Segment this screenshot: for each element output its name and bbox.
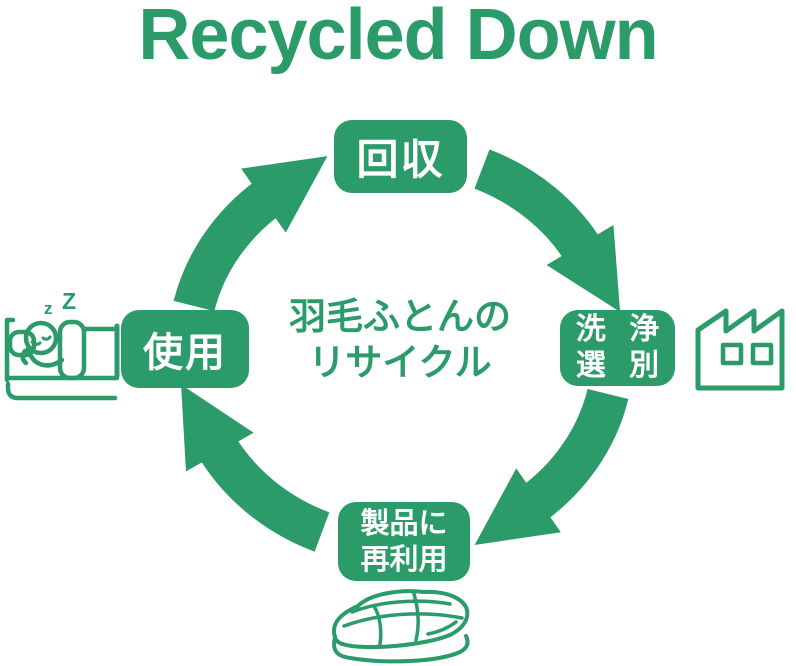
futon-quilt-line-3 — [372, 604, 383, 646]
arrow-collection-to-wash-icon — [474, 149, 621, 312]
futon-roll-edge — [426, 620, 458, 636]
arrow-use-to-collection-icon — [173, 156, 328, 312]
factory-window-left — [720, 342, 744, 366]
cycle-step-wash-sort-label: 洗 浄 選 別 — [575, 313, 660, 382]
arrow-wash-to-reuse-icon — [474, 388, 629, 545]
bed-base — [5, 381, 118, 401]
factory-icon — [695, 308, 785, 391]
page-title: Recycled Down — [138, 0, 658, 75]
factory-window-right — [750, 342, 774, 366]
futon-quilt-line-2 — [342, 612, 464, 628]
center-caption: 羽毛ふとんの リサイクル — [248, 294, 552, 386]
cycle-step-use-label: 使用 — [143, 331, 227, 375]
futon-quilt-line-1 — [350, 599, 452, 614]
futon-top-outline — [331, 589, 470, 650]
duvet — [57, 319, 87, 381]
person-eye-right — [41, 335, 52, 341]
cycle-step-collection-label: 回収 — [356, 136, 445, 183]
arrow-reuse-to-use-icon — [181, 384, 330, 552]
center-caption-line1: 羽毛ふとんの — [289, 296, 511, 337]
cycle-step-reuse-label: 製品に 再利用 — [360, 507, 448, 576]
cycle-step-use: 使用 — [121, 310, 249, 388]
folded-futon-icon — [331, 589, 470, 664]
person-head — [23, 320, 59, 356]
factory-building — [695, 308, 785, 391]
person-hand — [20, 348, 29, 366]
sleep-z-large: Z — [62, 288, 76, 314]
bed-post-left — [4, 317, 16, 383]
sleeping-person-bed-icon: z Z — [4, 288, 120, 401]
futon-base-fold — [332, 634, 470, 664]
sleep-z-small: z — [44, 299, 53, 318]
cycle-step-reuse: 製品に 再利用 — [338, 502, 470, 581]
center-caption-line2: リサイクル — [308, 342, 492, 383]
futon-quilt-line-4 — [412, 592, 420, 642]
cycle-step-wash-sort: 洗 浄 選 別 — [560, 310, 675, 386]
cycle-step-collection: 回収 — [334, 120, 467, 193]
person-eye-left — [30, 340, 42, 346]
